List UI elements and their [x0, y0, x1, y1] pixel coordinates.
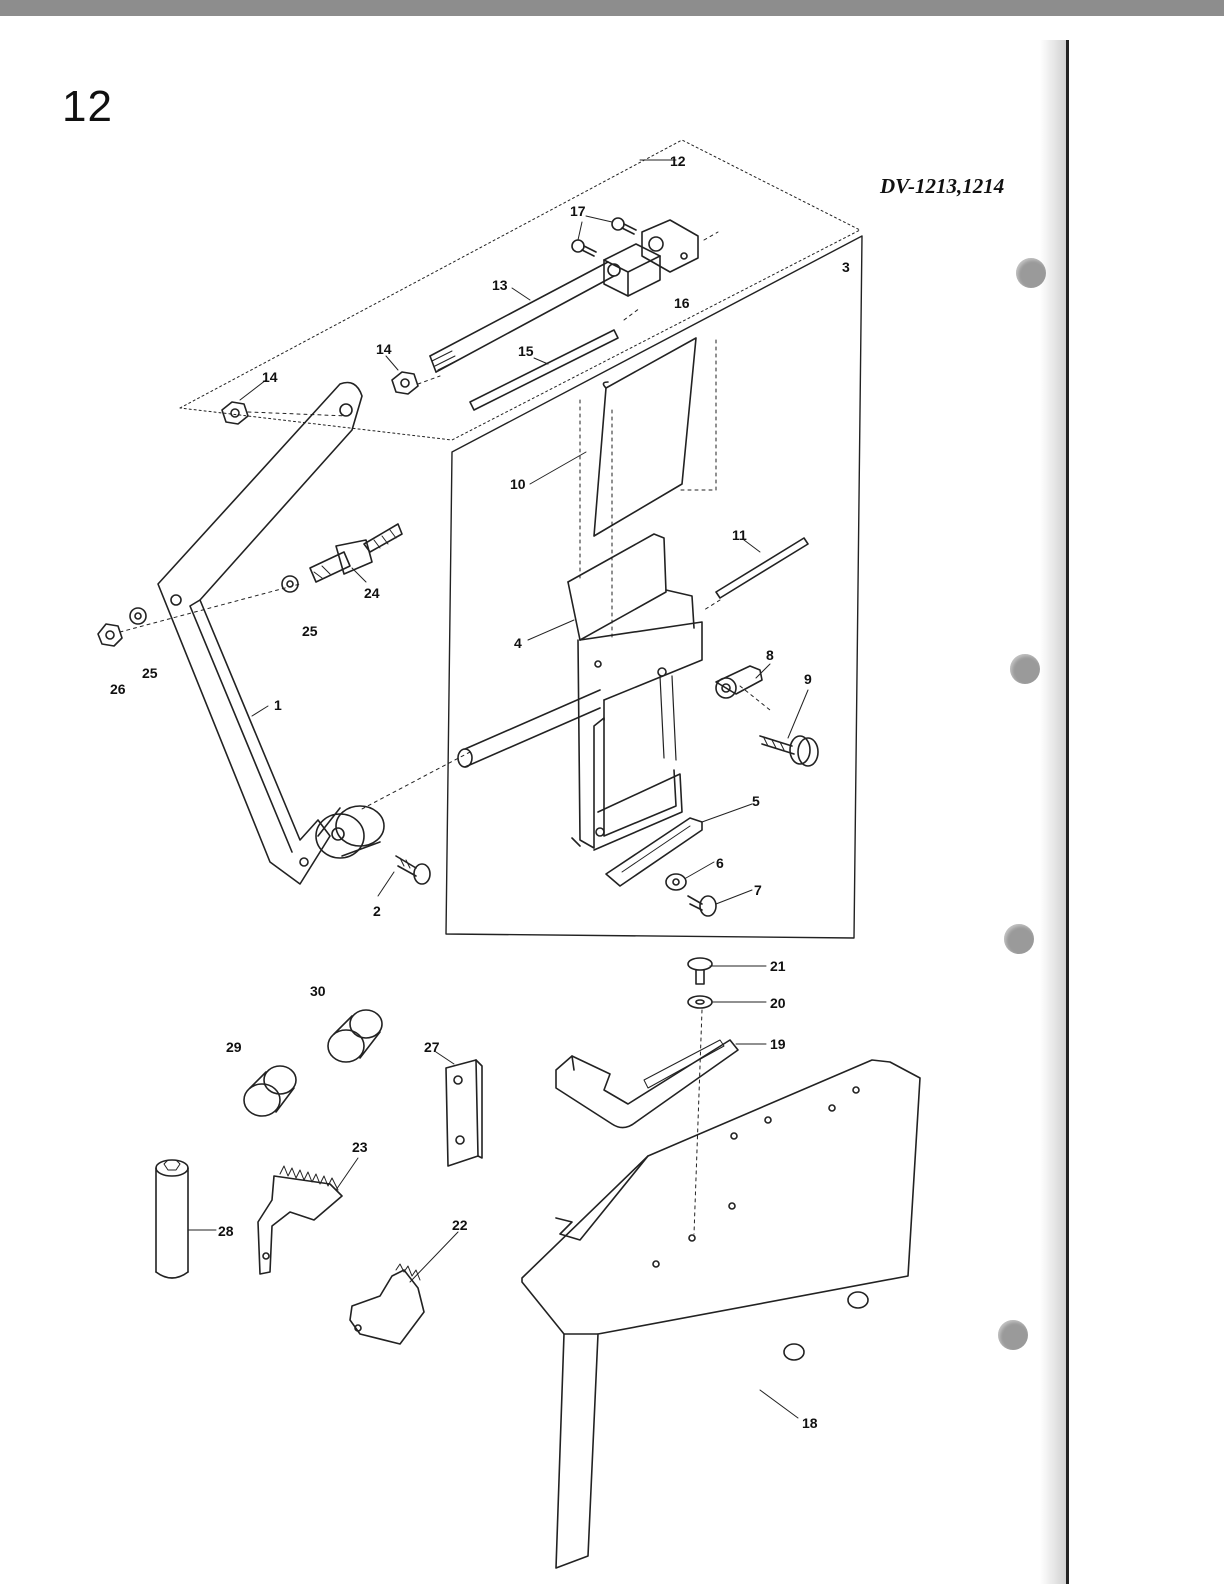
punch-hole	[1010, 654, 1040, 684]
callout-6: 6	[716, 855, 724, 871]
part-29-sleeve	[243, 1065, 297, 1117]
callout-1: 1	[274, 697, 282, 713]
part-11-pin	[715, 537, 809, 599]
callout-24: 24	[364, 585, 380, 601]
callout-18: 18	[802, 1415, 818, 1431]
callout-8: 8	[766, 647, 774, 663]
callout-29: 29	[226, 1039, 242, 1055]
part-20-washer	[687, 995, 713, 1009]
part-9-thumbscrew	[759, 735, 819, 767]
page-number: 12	[62, 82, 113, 131]
callout-25a: 25	[302, 623, 318, 639]
part-1-arm	[157, 381, 385, 885]
callout-2: 2	[373, 903, 381, 919]
part-5-slotted-strip	[605, 817, 703, 887]
callout-11: 11	[732, 527, 747, 543]
part-27-plate	[445, 1059, 483, 1167]
model-number: DV-1213,1214	[880, 174, 1005, 198]
callout-26: 26	[110, 681, 126, 697]
part-19-guide	[555, 1039, 739, 1129]
part-16-block	[603, 243, 661, 297]
callout-7: 7	[754, 882, 762, 898]
leader-lines	[187, 159, 809, 1419]
part-4-bracket	[567, 533, 703, 851]
callout-19: 19	[770, 1036, 786, 1052]
callout-28: 28	[218, 1223, 234, 1239]
scan-top-edge	[0, 0, 1224, 16]
part-rod-through-bracket	[457, 689, 601, 768]
part-13-rod	[429, 261, 615, 373]
punch-hole	[998, 1320, 1028, 1350]
part-8-lever	[715, 665, 763, 699]
part-25-washer-a	[281, 575, 299, 593]
callout-14b: 14	[262, 369, 278, 385]
part-7-screw	[687, 895, 717, 917]
callout-27: 27	[424, 1039, 440, 1055]
part-10-plate	[593, 337, 697, 537]
part-2-screw	[395, 855, 431, 885]
callout-10: 10	[510, 476, 526, 492]
callout-25b: 25	[142, 665, 158, 681]
part-16-block-pair	[641, 219, 699, 273]
callout-13: 13	[492, 277, 508, 293]
callout-23: 23	[352, 1139, 368, 1155]
callout-3: 3	[842, 259, 850, 275]
group-3-frame	[445, 235, 863, 939]
binder-shadow	[1040, 40, 1066, 1584]
part-14-nut-left	[221, 401, 249, 425]
callout-4: 4	[514, 635, 522, 651]
part-21-screw	[687, 957, 713, 985]
part-28-cylinder	[155, 1159, 189, 1279]
callout-5: 5	[752, 793, 760, 809]
callout-14a: 14	[376, 341, 392, 357]
punch-hole	[1016, 258, 1046, 288]
part-30-sleeve	[327, 1009, 383, 1063]
part-24-stud	[309, 523, 403, 583]
callout-9: 9	[804, 671, 812, 687]
part-15-pin	[469, 329, 619, 411]
part-25-washer-b	[129, 607, 147, 625]
callout-16: 16	[674, 295, 690, 311]
callout-17: 17	[570, 203, 586, 219]
part-22-feed-dog	[349, 1263, 425, 1345]
callout-30: 30	[310, 983, 326, 999]
assembly-guide-lines	[119, 231, 771, 1235]
part-18-cover	[521, 1059, 921, 1569]
part-26-nut	[97, 623, 123, 647]
part-23-feed-dog	[257, 1165, 343, 1275]
punch-hole	[1004, 924, 1034, 954]
part-14-nut-right	[391, 371, 419, 395]
binder-spine-line	[1066, 40, 1069, 1584]
part-6-washer	[665, 873, 687, 891]
callout-20: 20	[770, 995, 786, 1011]
callout-15: 15	[518, 343, 534, 359]
callout-12: 12	[670, 153, 686, 169]
callout-22: 22	[452, 1217, 468, 1233]
callout-21: 21	[770, 958, 786, 974]
